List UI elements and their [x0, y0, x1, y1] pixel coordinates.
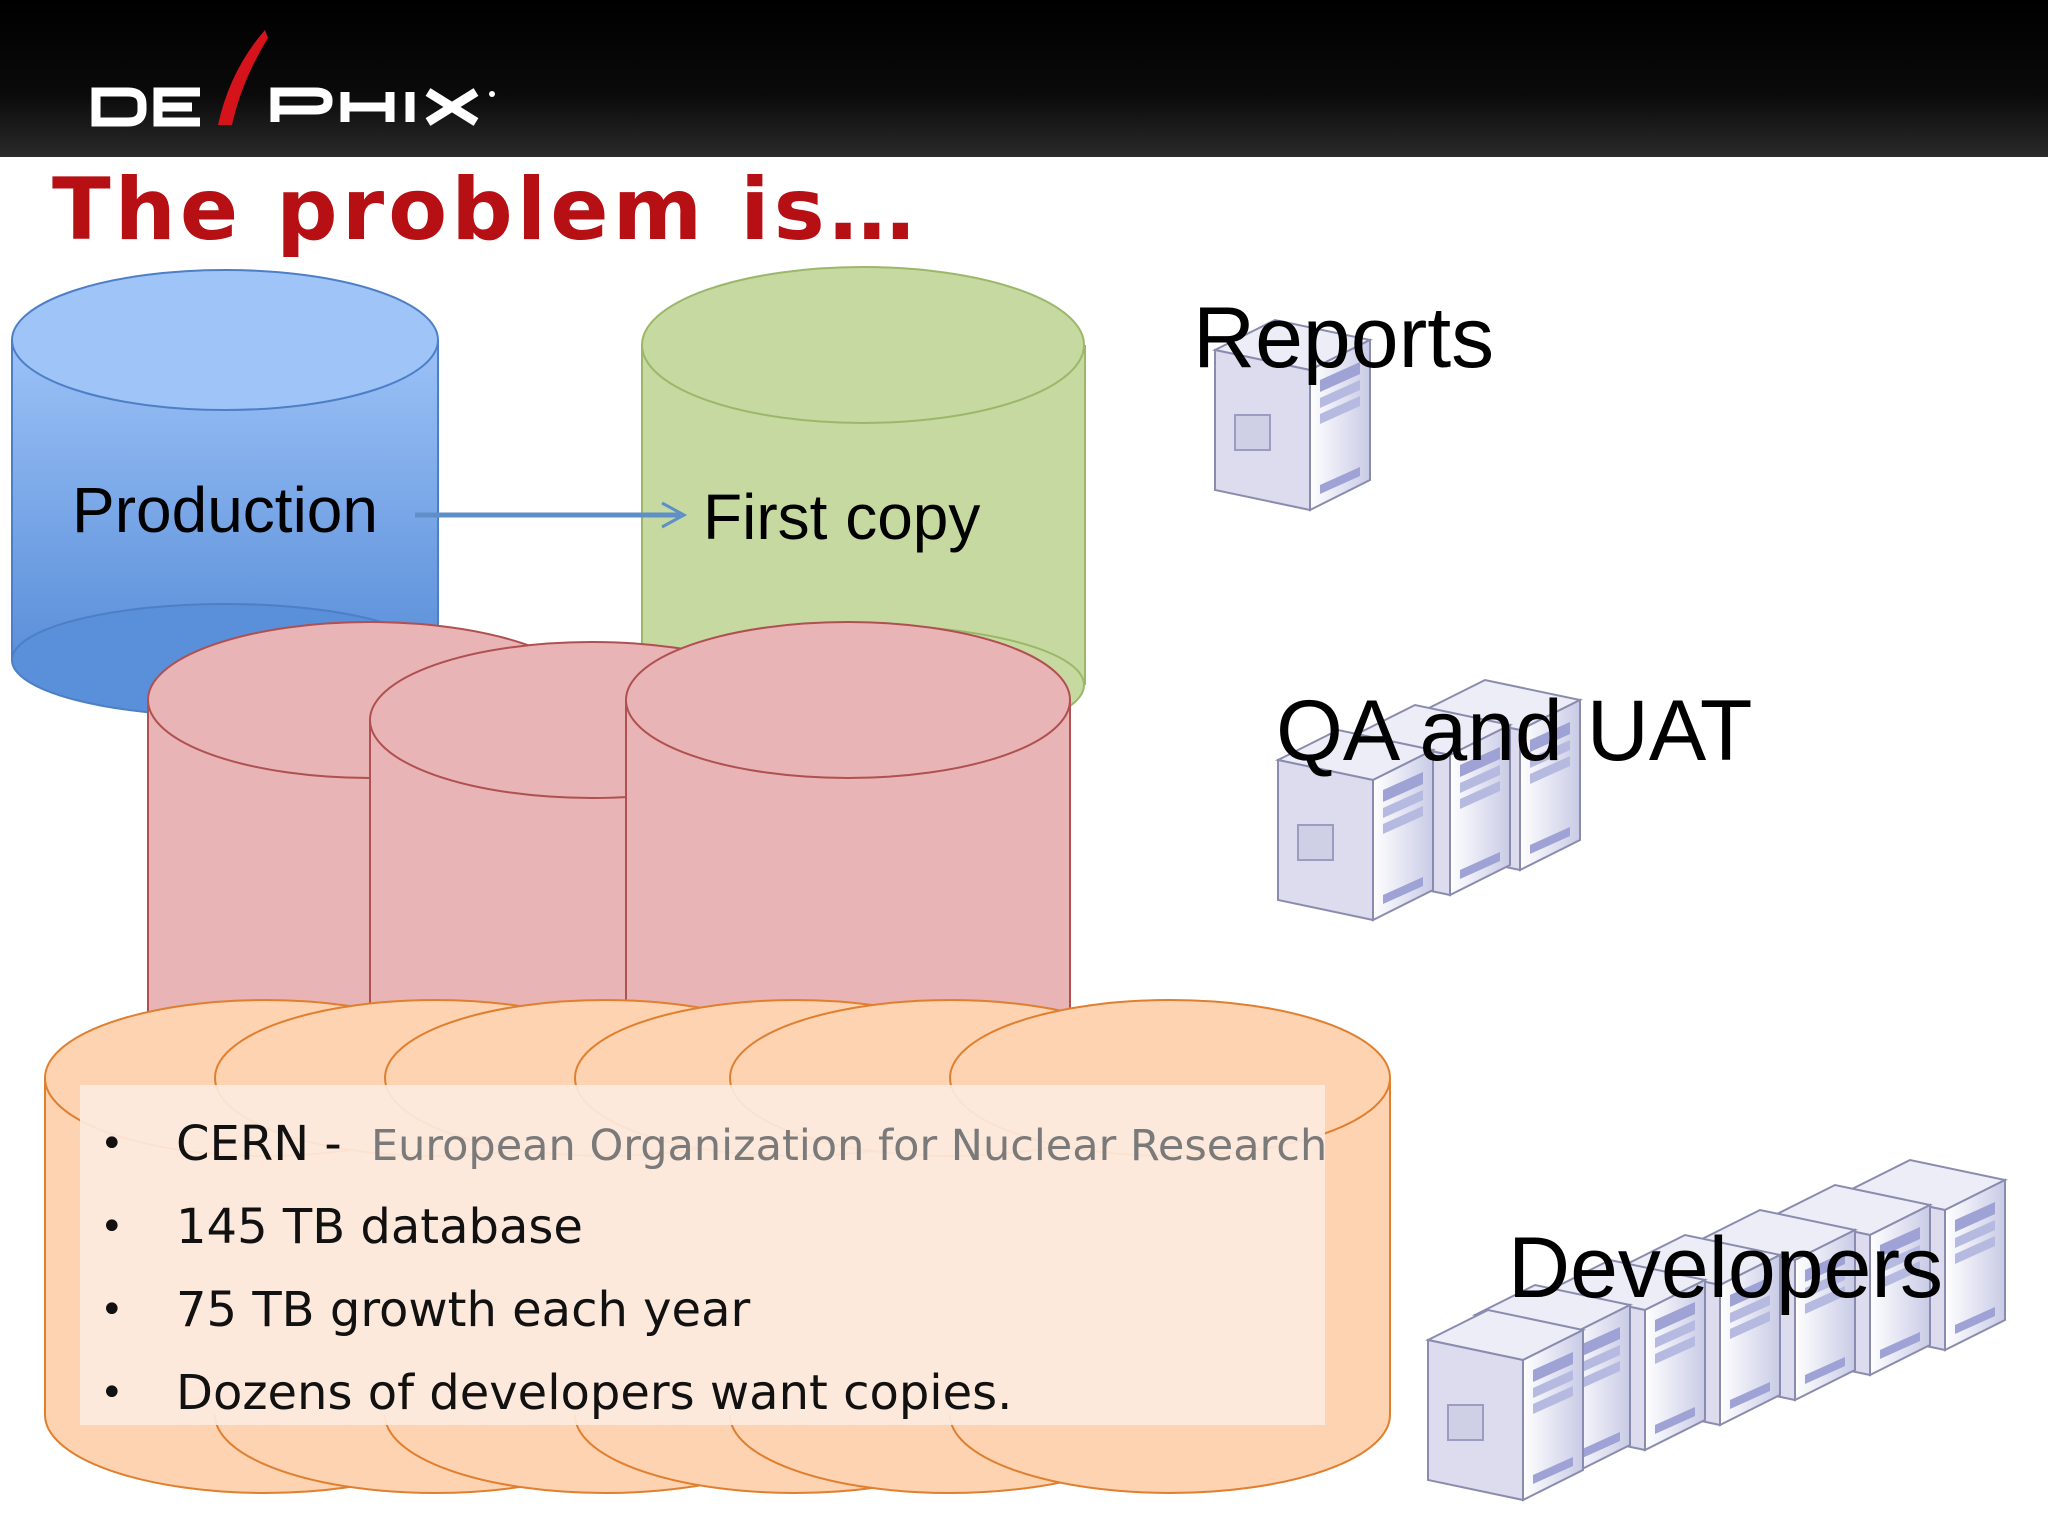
- bullet-icon: •: [100, 1204, 124, 1250]
- fact-item: • CERN - European Organization for Nucle…: [80, 1103, 1328, 1186]
- fact-text: CERN -: [176, 1116, 342, 1172]
- bullet-icon: •: [100, 1287, 124, 1333]
- copy-arrow: [415, 501, 688, 529]
- bullet-icon: •: [100, 1121, 124, 1167]
- qa-uat-label: QA and UAT: [1276, 683, 1753, 779]
- production-label: Production: [72, 474, 378, 546]
- facts-list: • CERN - European Organization for Nucle…: [80, 1085, 1328, 1435]
- reports-label: Reports: [1193, 290, 1495, 386]
- bullet-icon: •: [100, 1370, 124, 1416]
- developers-label: Developers: [1508, 1220, 1943, 1316]
- fact-item: • 145 TB database: [80, 1186, 1325, 1269]
- fact-item: • 75 TB growth each year: [80, 1269, 1325, 1352]
- delphix-logo: [91, 30, 495, 127]
- header-bar: [0, 0, 2048, 157]
- fact-item: • Dozens of developers want copies.: [80, 1352, 1325, 1435]
- fact-text: 145 TB database: [176, 1199, 583, 1255]
- fact-text: 75 TB growth each year: [176, 1282, 751, 1338]
- fact-text: Dozens of developers want copies.: [176, 1365, 1013, 1421]
- first-copy-label: First copy: [703, 481, 981, 553]
- developers-servers-icon: [1427, 1159, 2006, 1501]
- slide-title: The problem is…: [52, 160, 919, 260]
- facts-textbox: • CERN - European Organization for Nucle…: [80, 1085, 1327, 1425]
- fact-subtext: European Organization for Nuclear Resear…: [370, 1121, 1328, 1171]
